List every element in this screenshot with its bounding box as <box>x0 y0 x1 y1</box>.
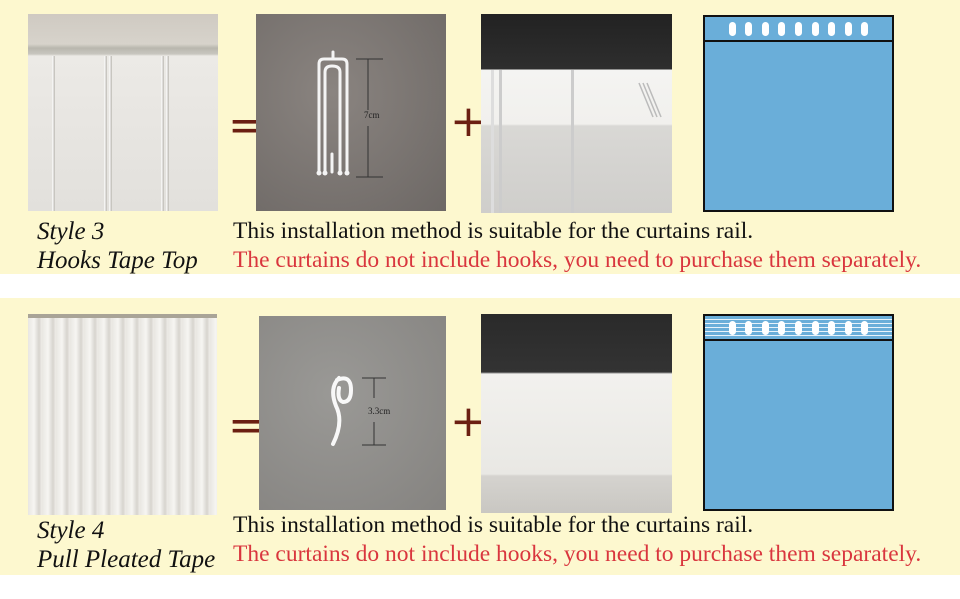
plus-sign: + <box>450 396 487 447</box>
description: This installation method is suitable for… <box>233 217 921 275</box>
s-hook-icon <box>331 376 386 446</box>
slot-icon <box>745 21 753 36</box>
hook-tape-photo <box>481 14 672 213</box>
inserted-hook-icon <box>638 82 662 118</box>
style-4-panel: = 3.3cm + Style 4 Pull Pleated Tape This… <box>0 298 960 575</box>
pleat-tape-photo <box>481 314 672 513</box>
slot-icon <box>811 320 819 335</box>
hook-measurement-label: 3.3cm <box>368 406 391 416</box>
slot-icon <box>745 320 753 335</box>
equals-sign: = <box>228 400 265 451</box>
curtain-on-rail-photo <box>28 14 218 211</box>
pleat-tape-diagram <box>703 314 894 511</box>
slot-icon <box>844 21 852 36</box>
style-number: Style 4 <box>37 517 105 544</box>
slot-icon <box>761 21 769 36</box>
hooks-warning: The curtains do not include hooks, you n… <box>233 541 922 567</box>
hook-measurement-label: 7cm <box>364 110 380 120</box>
suitability-note: This installation method is suitable for… <box>233 218 754 244</box>
plus-sign: + <box>450 96 487 147</box>
slot-icon <box>728 21 736 36</box>
four-prong-hook-photo: 7cm <box>256 14 446 211</box>
slot-icon <box>828 320 836 335</box>
slot-icon <box>794 320 802 335</box>
slot-icon <box>761 320 769 335</box>
slot-icon <box>778 320 786 335</box>
style-label: Style 3 Hooks Tape Top <box>37 217 198 275</box>
slot-icon <box>778 21 786 36</box>
tape-strip <box>705 17 892 42</box>
slot-icon <box>811 21 819 36</box>
slot-icon <box>861 21 869 36</box>
style-name: Hooks Tape Top <box>37 247 198 274</box>
slot-icon <box>828 21 836 36</box>
style-3-panel: = 7cm + <box>0 0 960 274</box>
s-hook-photo: 3.3cm <box>259 316 446 510</box>
description: This installation method is suitable for… <box>233 511 921 569</box>
slot-icon <box>728 320 736 335</box>
style-label: Style 4 Pull Pleated Tape <box>37 516 215 574</box>
hooks-tape-diagram <box>703 15 894 212</box>
tape-strip <box>705 316 892 341</box>
style-name: Pull Pleated Tape <box>37 546 216 573</box>
suitability-note: This installation method is suitable for… <box>233 512 754 538</box>
slot-icon <box>844 320 852 335</box>
pleated-curtain-photo <box>28 314 217 515</box>
slot-icon <box>861 320 869 335</box>
slot-icon <box>794 21 802 36</box>
hooks-warning: The curtains do not include hooks, you n… <box>233 247 922 273</box>
style-number: Style 3 <box>37 218 105 245</box>
four-prong-hook-icon <box>316 50 383 178</box>
